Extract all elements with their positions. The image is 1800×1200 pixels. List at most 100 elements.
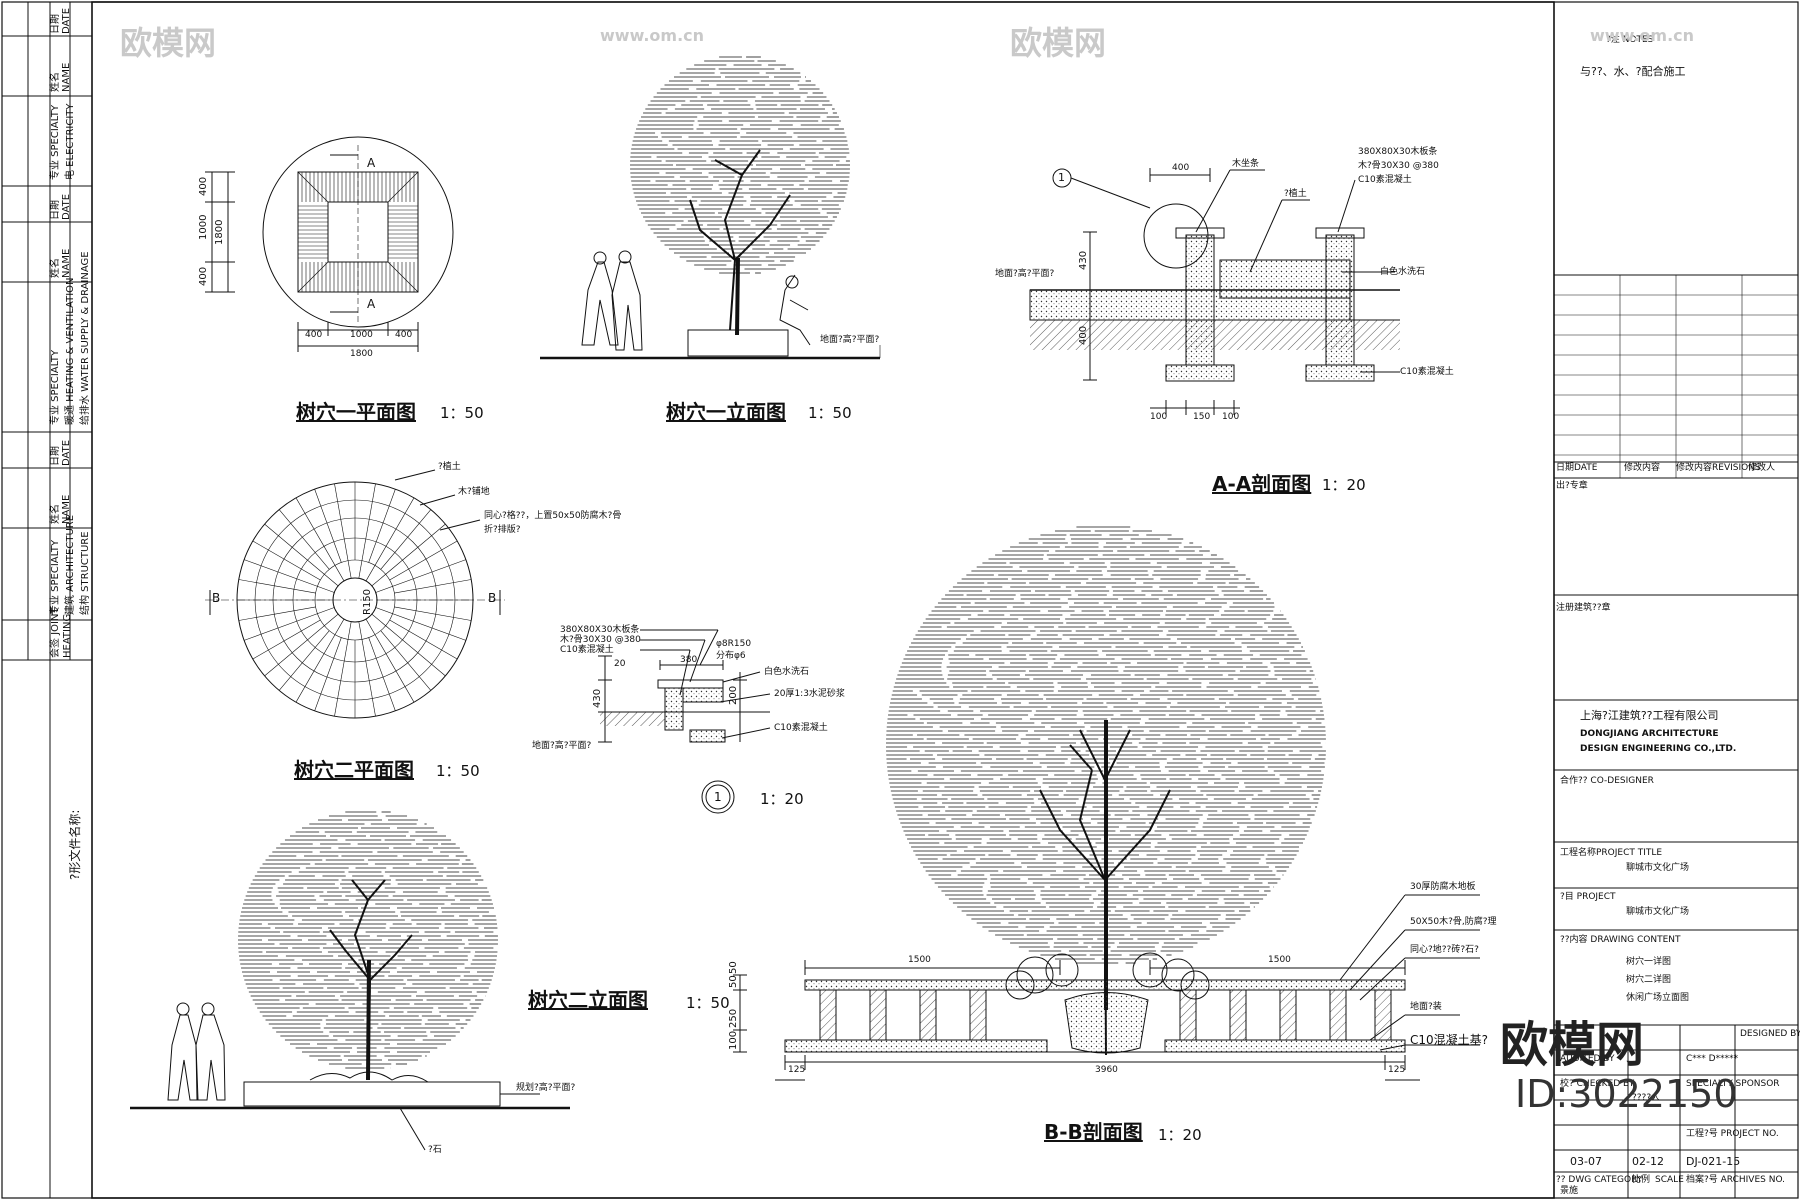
canopy-hatch [630, 56, 850, 274]
section-aa-title: A-A剖面图 [1212, 472, 1312, 496]
watermark-brand-1: 欧模网 [120, 24, 217, 62]
dim-d1-20: 20 [614, 659, 626, 669]
tb-rev-by: 修改人 [1748, 463, 1776, 473]
aa-c10-note: C10素混凝土 [1400, 367, 1454, 377]
spoke-line [314, 489, 342, 563]
tb-rev-content-en: 修改内容REVISIONS [1676, 463, 1761, 473]
tb-specialty: SPECIALTY SPONSOR [1686, 1079, 1780, 1089]
dim-aa-100b: 100 [1222, 412, 1240, 422]
bench-post [1279, 989, 1297, 1041]
tree-pit-1-plan [205, 136, 454, 352]
p2-circle-note-1: 同心?格??，上置50x50防腐木?骨 [484, 511, 622, 521]
tb-stamp: 出?专章 [1556, 481, 1588, 491]
spoke-line [238, 606, 316, 621]
p2-soil-note: ?植土 [438, 462, 461, 472]
tb-content-3: 休闲广场立面图 [1626, 993, 1690, 1003]
aa-wood-note: 木坐条 [1232, 159, 1260, 169]
watermark-brand-big: 欧模网 [1500, 1017, 1645, 1073]
detail-1 [598, 629, 771, 814]
tb-checked-val: ????人 [1632, 1093, 1661, 1103]
plan1-title: 树穴一平面图 [296, 400, 416, 424]
watermark-id: ID:3022150 [1515, 1072, 1738, 1116]
aa-ground-note: 地面?高?平面? [995, 269, 1055, 279]
spoke-line [278, 630, 330, 691]
dim-bb-1500a: 1500 [908, 955, 931, 965]
tb-content-2: 树穴二详图 [1626, 975, 1672, 985]
d1-stone-note: 白色水洗石 [764, 667, 810, 677]
section-mark-b1: B [212, 591, 221, 605]
spoke-line [295, 497, 345, 582]
spoke-line [238, 579, 316, 594]
spoke-line [244, 607, 335, 641]
tree-pit-2-elevation [130, 811, 570, 1151]
canopy-hatch [886, 526, 1326, 964]
dim-bb-3960: 3960 [1095, 1065, 1118, 1075]
dim-bb-125b: 125 [1388, 1065, 1406, 1075]
spoke-line [252, 540, 321, 581]
section-bb-scale: 1：20 [1158, 1126, 1202, 1144]
detail1-marker: 1 [714, 790, 722, 804]
spoke-line [380, 630, 432, 691]
tb-content-label: ??内容 DRAWING CONTENT [1560, 935, 1681, 945]
dim-aa-400: 400 [1172, 163, 1190, 173]
aa-spec3-note: C10素混凝土 [1358, 175, 1412, 185]
tb-notes-title: ?注 NOTES [1606, 35, 1654, 45]
strip-date-1: 日期 DATE [50, 7, 72, 34]
dim-p1-w400a: 400 [305, 330, 323, 340]
spoke-line [365, 497, 415, 582]
tb-proj: 聊城市文化广场 [1626, 907, 1690, 917]
bb-note-1: 30厚防腐木地板 [1410, 882, 1476, 892]
section-bb-title: B-B剖面图 [1044, 1120, 1143, 1144]
d1-ground-note: 地面?高?平面? [532, 741, 592, 751]
dim-bb-125a: 125 [788, 1065, 806, 1075]
spoke-line [368, 637, 396, 711]
tb-company-cn: 上海?江建筑??工程有限公司 [1580, 709, 1719, 722]
tree-pit-1-elevation [540, 56, 881, 360]
tb-reg-stamp: 注册建筑??章 [1556, 603, 1611, 613]
spoke-line [371, 613, 446, 677]
tb-dwg-cat: ?? DWG CATEGORY [1556, 1175, 1643, 1185]
d1-spec3-note: C10素混凝土 [560, 645, 614, 655]
tb-content-1: 树穴一详图 [1626, 957, 1672, 967]
spoke-line [264, 613, 339, 677]
tb-archives: 档案?号 ARCHIVES NO. [1686, 1175, 1786, 1185]
spoke-line [244, 559, 335, 593]
tb-notes-text: 与??、水、?配合施工 [1580, 65, 1686, 78]
bb-note-4: 地面?装 [1410, 1002, 1442, 1012]
spoke-line [358, 621, 376, 717]
strip-file-name: ?形文件名称: [68, 809, 82, 880]
elev2-title: 树穴二立面图 [528, 988, 648, 1012]
dim-p1-1800: 1800 [214, 219, 225, 245]
tb-scale-label: 比例 [1632, 1175, 1651, 1185]
elev2-ground-note: 规划?高?平面? [516, 1083, 576, 1093]
spoke-line [295, 618, 345, 703]
d1-rebar-note: φ8R150 [716, 639, 752, 649]
aa-stone-note: 白色水洗石 [1380, 267, 1426, 277]
section-aa-scale: 1：20 [1322, 476, 1366, 494]
bench-post [919, 989, 937, 1041]
dim-p1-1000: 1000 [198, 214, 209, 240]
section-mark-b2: B [488, 591, 497, 605]
spoke-line [368, 489, 396, 563]
strip-heating: HEATING [62, 613, 73, 658]
dim-p1-400b: 400 [198, 266, 209, 286]
plan2-scale: 1：50 [436, 762, 480, 780]
tb-rev-content: 修改内容 [1624, 463, 1661, 473]
spoke-line [371, 523, 446, 587]
dim-d1-380: 380 [680, 655, 698, 665]
tb-cust: C*** D***** [1686, 1054, 1739, 1064]
d1-gravel-note: 20厚1:3水泥砂浆 [774, 689, 845, 699]
dim-aa-400b: 400 [1078, 325, 1089, 345]
spoke-line [252, 619, 321, 660]
section-a-a [1029, 168, 1400, 415]
plan1-scale: 1：50 [440, 404, 484, 422]
strip-specialty-hvac: 专业 SPECIALTY 暖通 HEATING & VENTILATION 给排… [50, 251, 91, 425]
watermark-brand-2: 欧模网 [1010, 24, 1107, 62]
canopy-hatch [238, 811, 498, 1069]
dim-p1-400a: 400 [198, 176, 209, 196]
strip-date-3: 日期 DATE [50, 439, 72, 466]
spoke-line [334, 621, 352, 717]
spoke-line [380, 509, 432, 570]
section-mark-a2: A [367, 297, 376, 311]
detail1-scale: 1：20 [760, 790, 804, 808]
